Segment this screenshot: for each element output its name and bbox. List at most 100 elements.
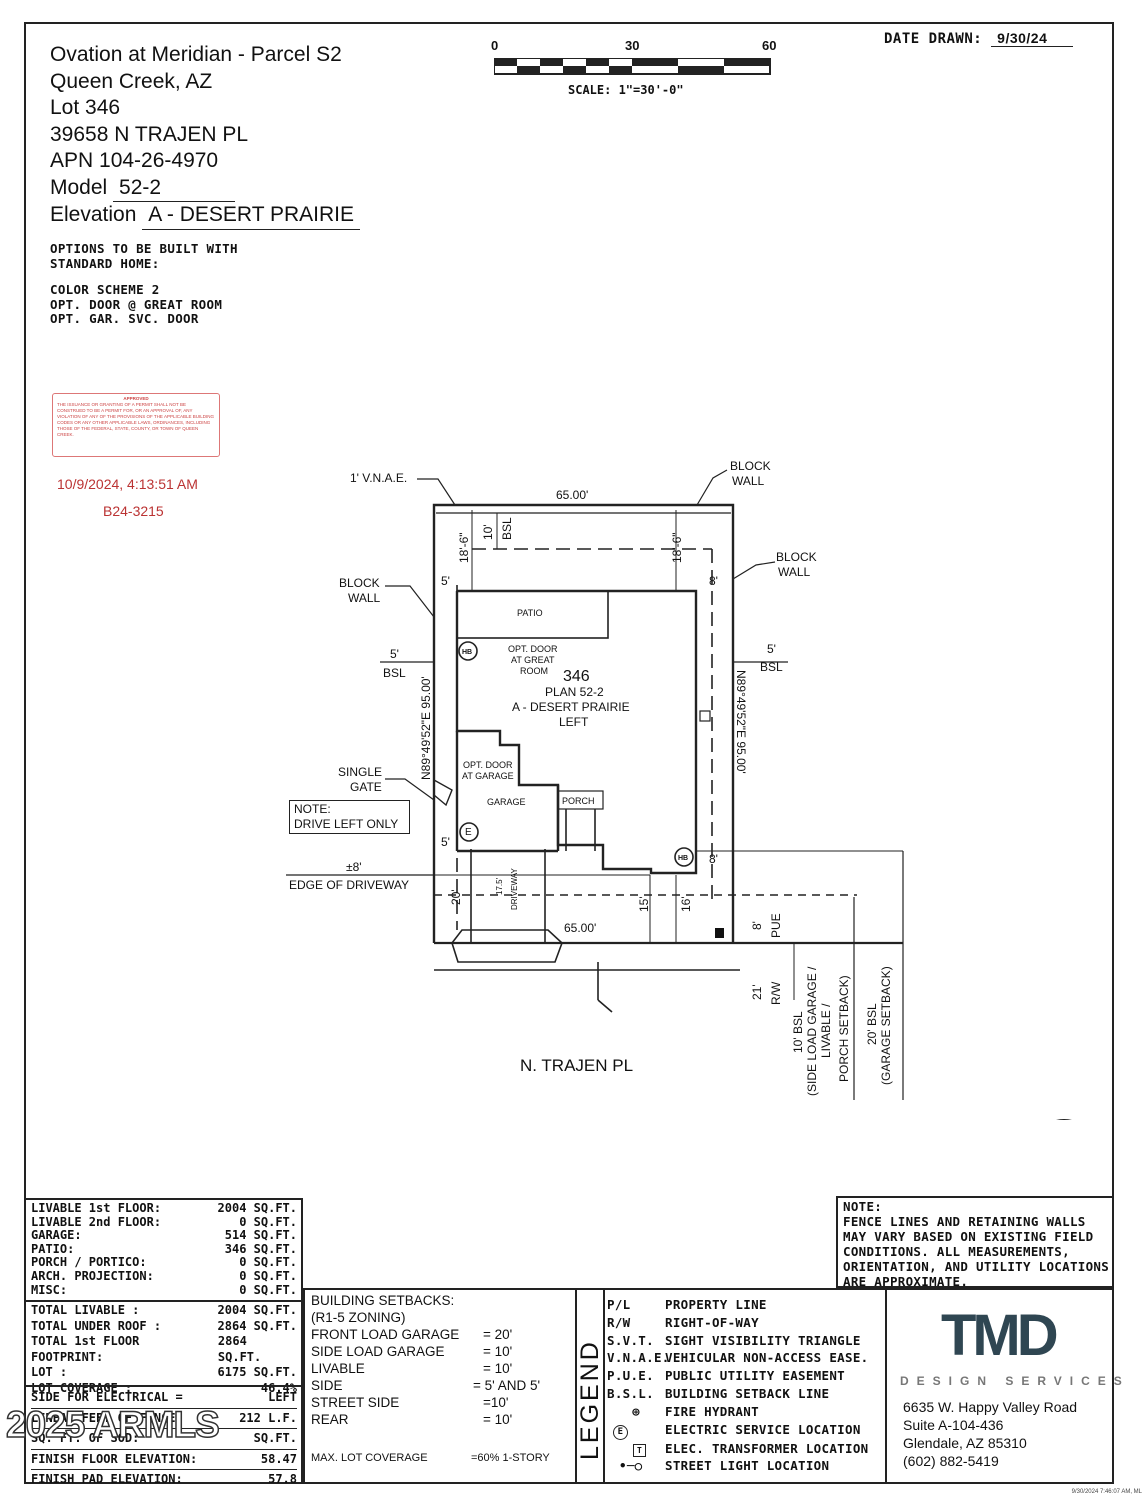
pue-dim: 8' <box>750 921 764 930</box>
setbacks: BUILDING SETBACKS: (R1-5 ZONING) FRONT L… <box>311 1292 573 1467</box>
options-list: OPTIONS TO BE BUILT WITH STANDARD HOME: … <box>50 241 238 327</box>
options-line-5: OPT. GAR. SVC. DOOR <box>50 311 199 326</box>
block-wall-right-2: WALL <box>778 565 811 579</box>
porch-label: PORCH <box>562 796 595 806</box>
legend-row: V.N.A.E.VEHICULAR NON-ACCESS EASE. <box>607 1350 869 1366</box>
transformer-icon <box>715 928 724 938</box>
totals-table: TOTAL LIVABLE :2004 SQ.FT. TOTAL UNDER R… <box>31 1303 297 1396</box>
scale-bar <box>494 58 771 75</box>
project-city: Queen Creek, AZ <box>50 69 213 93</box>
drive-left-note: NOTE: DRIVE LEFT ONLY <box>289 800 410 834</box>
site-plan: 1' V.N.A.E. BLOCK WALL BLOCK WALL BLOCK … <box>286 459 1072 1120</box>
dim-top: 65.00' <box>556 488 588 502</box>
totals-row: TOTAL 1st FLOOR FOOTPRINT:2864 SQ.FT. <box>31 1334 262 1364</box>
legend-title-strip <box>575 1288 605 1484</box>
date-label: DATE DRAWN: <box>884 31 983 47</box>
totals-row: LOT COVERAGE :46.4% <box>31 1380 297 1395</box>
setbacks-zoning: (R1-5 ZONING) <box>311 1310 406 1325</box>
street-address: 39658 N TRAJEN PL <box>50 122 249 146</box>
setback-row: STREET SIDE=10' <box>311 1395 509 1410</box>
general-note-box <box>836 1196 1114 1288</box>
opt-door-garage-2: AT GARAGE <box>462 771 514 781</box>
drive-note-body: DRIVE LEFT ONLY <box>294 817 399 831</box>
bsl-20-1: 20' BSL <box>865 1003 879 1045</box>
model-value: 52-2 <box>113 175 236 202</box>
street-light-legend-icon: •─○ <box>619 1458 643 1474</box>
area-row: LIVABLE 2nd FLOOR:0 SQ.FT. <box>31 1214 297 1229</box>
company-box <box>885 1288 1114 1484</box>
model-line: Model 52-2 <box>50 175 360 202</box>
max-coverage-row: MAX. LOT COVERAGE=60% 1-STORY <box>311 1452 550 1464</box>
date-value: 9/30/24 <box>991 30 1074 47</box>
rw-label: R/W <box>769 981 783 1005</box>
legend-row: ⊕FIRE HYDRANT <box>607 1403 883 1421</box>
garage-label: GARAGE <box>487 797 526 807</box>
hose-bib-icon-1 <box>458 641 478 661</box>
plot-timestamp: 9/30/2024 7:46:07 AM, ML <box>1071 1489 1142 1495</box>
area-table-box <box>24 1198 303 1484</box>
hb-label-1: HB <box>462 649 472 656</box>
permit-number: B24-3215 <box>103 503 164 519</box>
rw-dim: 21' <box>750 984 764 1000</box>
legend-row: •─○STREET LIGHT LOCATION <box>607 1457 883 1475</box>
drive-note-title: NOTE: <box>294 802 331 816</box>
area-row: ARCH. PROJECTION:0 SQ.FT. <box>31 1268 297 1283</box>
electric-service-legend-icon: E <box>607 1421 665 1440</box>
dim-18-6-right: 18'-6" <box>670 532 684 563</box>
project-name: Ovation at Meridian - Parcel S2 <box>50 43 342 66</box>
dim-5-lower: 5' <box>441 835 450 849</box>
setback-row: LIVABLE= 10' <box>311 1361 513 1376</box>
opt-door-great-3: ROOM <box>520 666 548 676</box>
options-line-3: COLOR SCHEME 2 <box>50 282 160 297</box>
vnae-label: 1' V.N.A.E. <box>350 471 407 485</box>
transformer-legend-icon: T <box>607 1440 665 1458</box>
area-table: LIVABLE 1st FLOOR:2004 SQ.FT. LIVABLE 2n… <box>31 1201 297 1297</box>
e-label: E <box>465 827 472 838</box>
area-row: GARAGE:514 SQ.FT. <box>31 1228 297 1243</box>
hand-label: LEFT <box>559 715 589 729</box>
divider <box>24 1300 303 1302</box>
area-row: MISC:0 SQ.FT. <box>31 1282 297 1297</box>
setback-row: FRONT LOAD GARAGE= 20' <box>311 1327 513 1342</box>
stamp-title: APPROVED <box>123 396 149 401</box>
dim-8-lower: 8' <box>709 852 718 866</box>
misc-row: FINISH FLOOR ELEVATION:58.47 <box>31 1450 297 1470</box>
company-logo: TMD <box>941 1303 1059 1368</box>
electric-service-icon <box>459 822 479 842</box>
totals-row: TOTAL LIVABLE :2004 SQ.FT. <box>31 1303 297 1317</box>
misc-table: SIDE FOR ELECTRICAL =LEFT LINEAL FEET OF… <box>31 1388 297 1490</box>
dim-17-5: 17.5' <box>495 877 504 895</box>
area-row: PORCH / PORTICO:0 SQ.FT. <box>31 1255 297 1270</box>
dim-10: 10' <box>481 524 495 540</box>
edge-dim: ±8' <box>346 860 362 874</box>
bsl-left-label: BSL <box>383 666 406 680</box>
misc-row: FINISH PAD ELEVATION:57.8 <box>31 1472 297 1486</box>
lot-number: Lot 346 <box>50 96 121 119</box>
apn-number: APN 104-26-4970 <box>50 149 219 172</box>
area-row: LIVABLE 1st FLOOR:2004 SQ.FT. <box>31 1201 297 1215</box>
general-note: NOTE: FENCE LINES AND RETAINING WALLS MA… <box>843 1199 1109 1289</box>
misc-row: SIDE FOR ELECTRICAL =LEFT <box>31 1388 297 1409</box>
company-address-3: Glendale, AZ 85310 <box>903 1435 1027 1451</box>
legend-title: LEGEND <box>576 1339 604 1460</box>
patio-area <box>456 590 609 639</box>
options-line-4: OPT. DOOR @ GREAT ROOM <box>50 296 223 312</box>
date-drawn: DATE DRAWN: 9/30/24 <box>884 30 1074 47</box>
stamp-timestamp: 10/9/2024, 4:13:51 AM <box>57 476 198 492</box>
dim-18-6-left: 18'-6" <box>457 532 471 563</box>
bsl-10-3: LIVABLE / <box>819 1003 833 1058</box>
general-note-line-4: ORIENTATION, AND UTILITY LOCATIONS <box>843 1259 1110 1274</box>
totals-row: TOTAL UNDER ROOF :2864 SQ.FT. <box>31 1318 297 1333</box>
hose-bib-icon-2 <box>674 847 694 867</box>
bsl-10-4: PORCH SETBACK) <box>837 975 851 1082</box>
totals-row: LOT :6175 SQ.FT. <box>31 1365 297 1379</box>
model-label: Model <box>50 175 108 199</box>
opt-door-great-1: OPT. DOOR <box>508 644 558 654</box>
dim-20: 20' <box>449 889 463 905</box>
approval-stamp: APPROVED THE ISSUANCE OR GRANTING OF A P… <box>52 393 220 457</box>
general-note-line-3: CONDITIONS. ALL MEASUREMENTS, <box>843 1244 1070 1259</box>
dim-bottom: 65.00' <box>564 921 596 935</box>
